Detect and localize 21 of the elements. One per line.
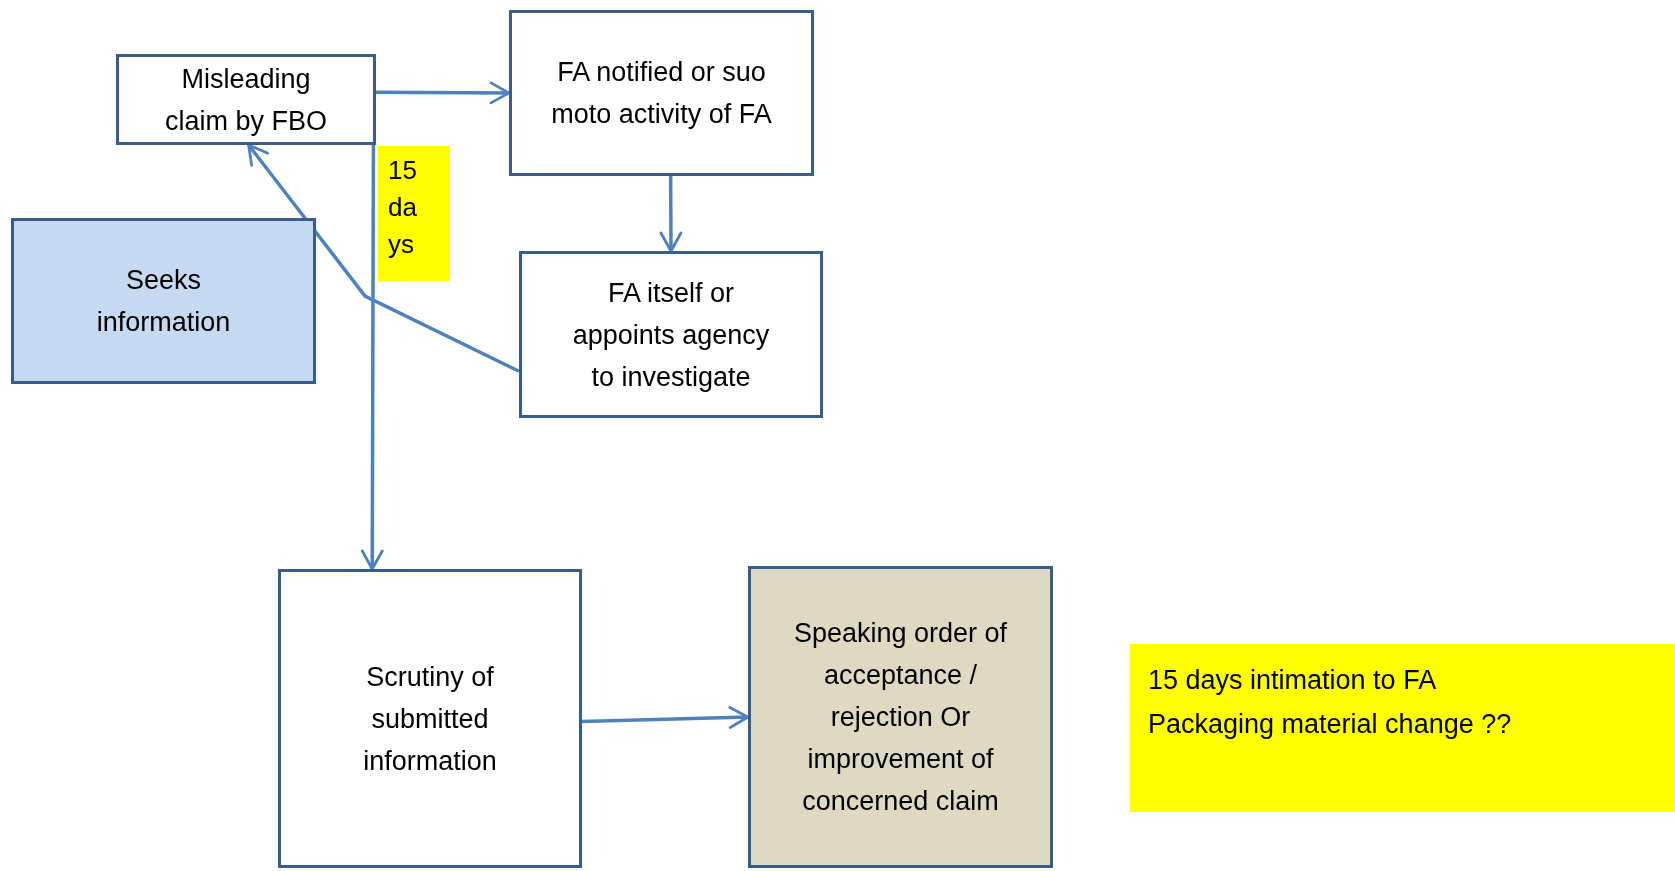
box-label: Misleading claim by FBO — [164, 62, 328, 138]
arrow — [360, 145, 384, 571]
box-label: Scrutiny of submitted information — [362, 660, 498, 778]
box-label: FA notified or suo moto activity of FA — [550, 56, 773, 131]
arrow — [581, 706, 750, 729]
box-label: Seeks information — [95, 264, 232, 339]
arrow — [247, 143, 520, 373]
process-box — [748, 566, 1053, 868]
process-box — [509, 10, 814, 176]
process-box — [519, 251, 823, 418]
box-label: 15 days intimation to FA Packaging material change ?? — [1148, 664, 1513, 741]
duration-tag — [378, 146, 450, 281]
arrow — [376, 81, 511, 105]
process-box — [11, 218, 316, 384]
process-box — [116, 54, 376, 145]
process-box — [278, 569, 582, 868]
box-label: Speaking order of acceptance / rejection Or improvement of concerned claim — [792, 617, 1009, 818]
note-box — [1130, 644, 1675, 812]
box-label: FA itself or appoints agency to investigate — [571, 276, 771, 394]
arrow — [659, 176, 683, 253]
box-label: 15 days — [388, 154, 418, 261]
